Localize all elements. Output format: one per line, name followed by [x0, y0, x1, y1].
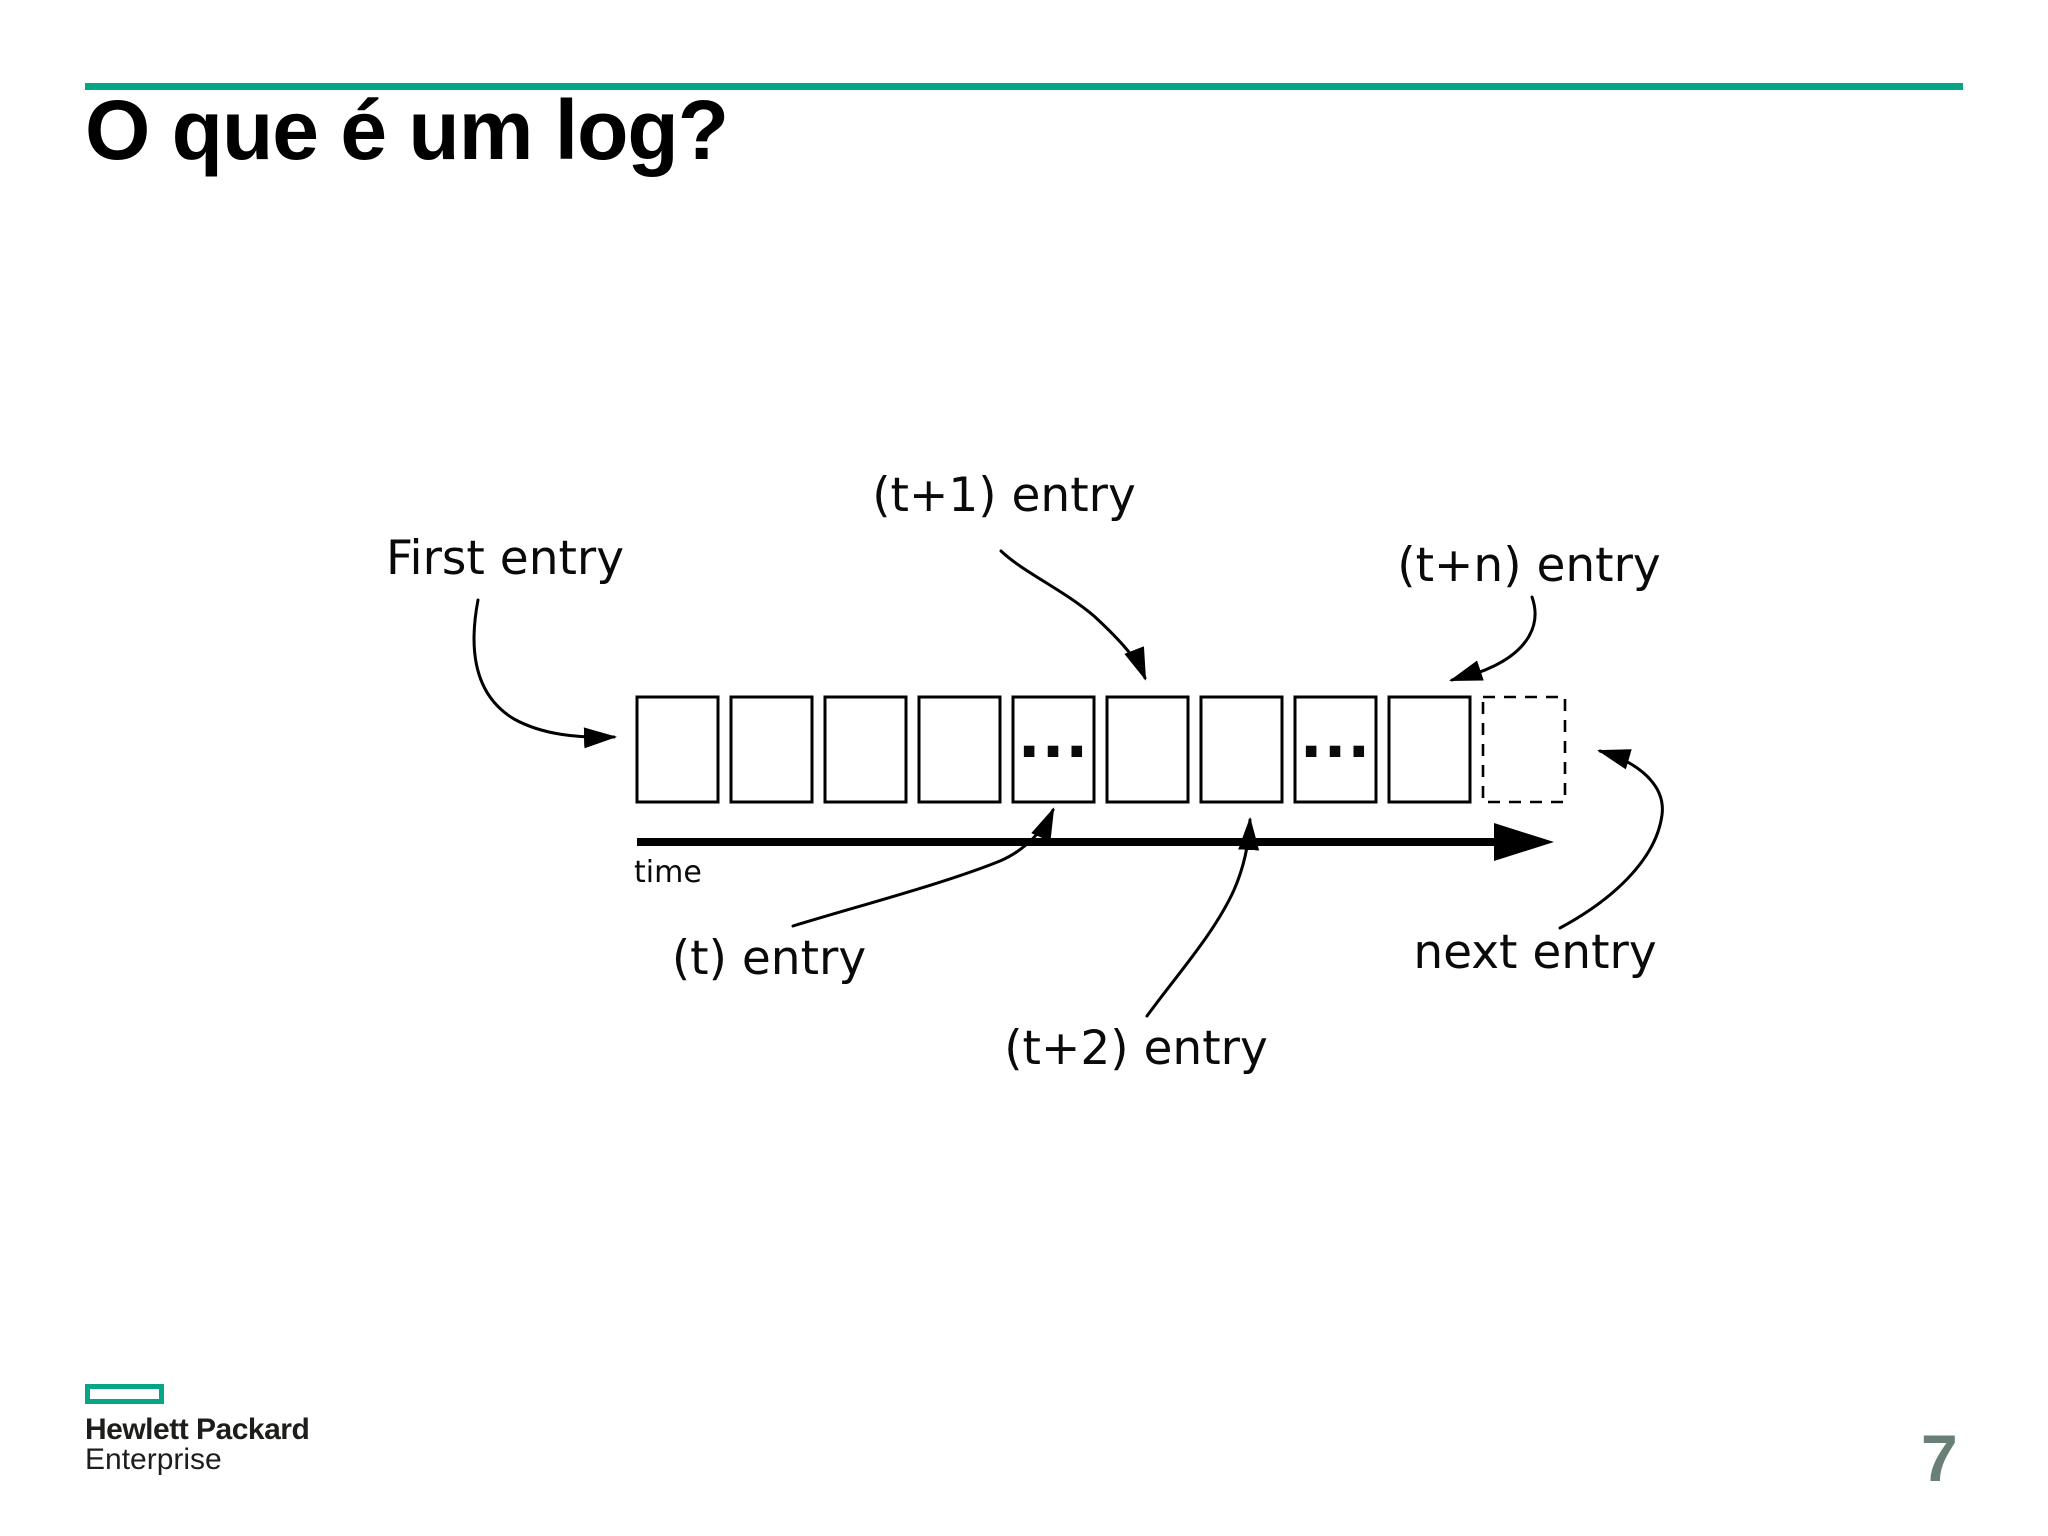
accent-rule — [85, 83, 1963, 90]
time-axis-arrowhead — [1494, 823, 1554, 861]
hpe-logo-mark — [85, 1384, 164, 1404]
t-plus-2-arrow — [1145, 817, 1260, 1018]
next-entry-arrow — [1558, 749, 1664, 930]
time-axis — [637, 823, 1554, 861]
log-entry-box — [917, 695, 1002, 804]
first-entry-label: First entry — [385, 531, 625, 586]
next-entry-label: next entry — [1413, 925, 1657, 980]
log-entry-box — [1387, 695, 1472, 804]
hpe-logo-line1: Hewlett Packard — [85, 1413, 310, 1446]
t-entry-arrow — [791, 807, 1055, 928]
log-entry-box — [1199, 695, 1284, 804]
t-plus-1-arrow — [999, 549, 1147, 681]
t-plus-1-entry-label: (t+1) entry — [872, 468, 1136, 523]
log-entry-box — [1011, 695, 1096, 804]
t-plus-n-entry-label: (t+n) entry — [1397, 538, 1661, 593]
hpe-logo: Hewlett Packard Enterprise — [85, 1384, 310, 1475]
hpe-logo-line2: Enterprise — [85, 1443, 222, 1476]
log-entry-box — [1293, 695, 1378, 804]
page-number: 7 — [1921, 1421, 1958, 1495]
next-entry-placeholder-box — [1481, 695, 1567, 804]
time-axis-label: time — [634, 855, 702, 890]
ellipsis: ... — [1300, 702, 1371, 772]
t-plus-2-entry-label: (t+2) entry — [1004, 1021, 1268, 1076]
log-entry-box — [729, 695, 814, 804]
t-plus-n-arrow — [1449, 595, 1537, 682]
ellipsis: ... — [1018, 702, 1089, 772]
first-entry-arrow — [472, 598, 617, 749]
log-entry-boxes: ...... — [635, 695, 1567, 804]
log-entry-box — [635, 695, 720, 804]
t-entry-label: (t) entry — [671, 931, 867, 986]
log-entry-box — [823, 695, 908, 804]
log-entry-box — [1105, 695, 1190, 804]
page-title: O que é um log? — [85, 83, 729, 177]
